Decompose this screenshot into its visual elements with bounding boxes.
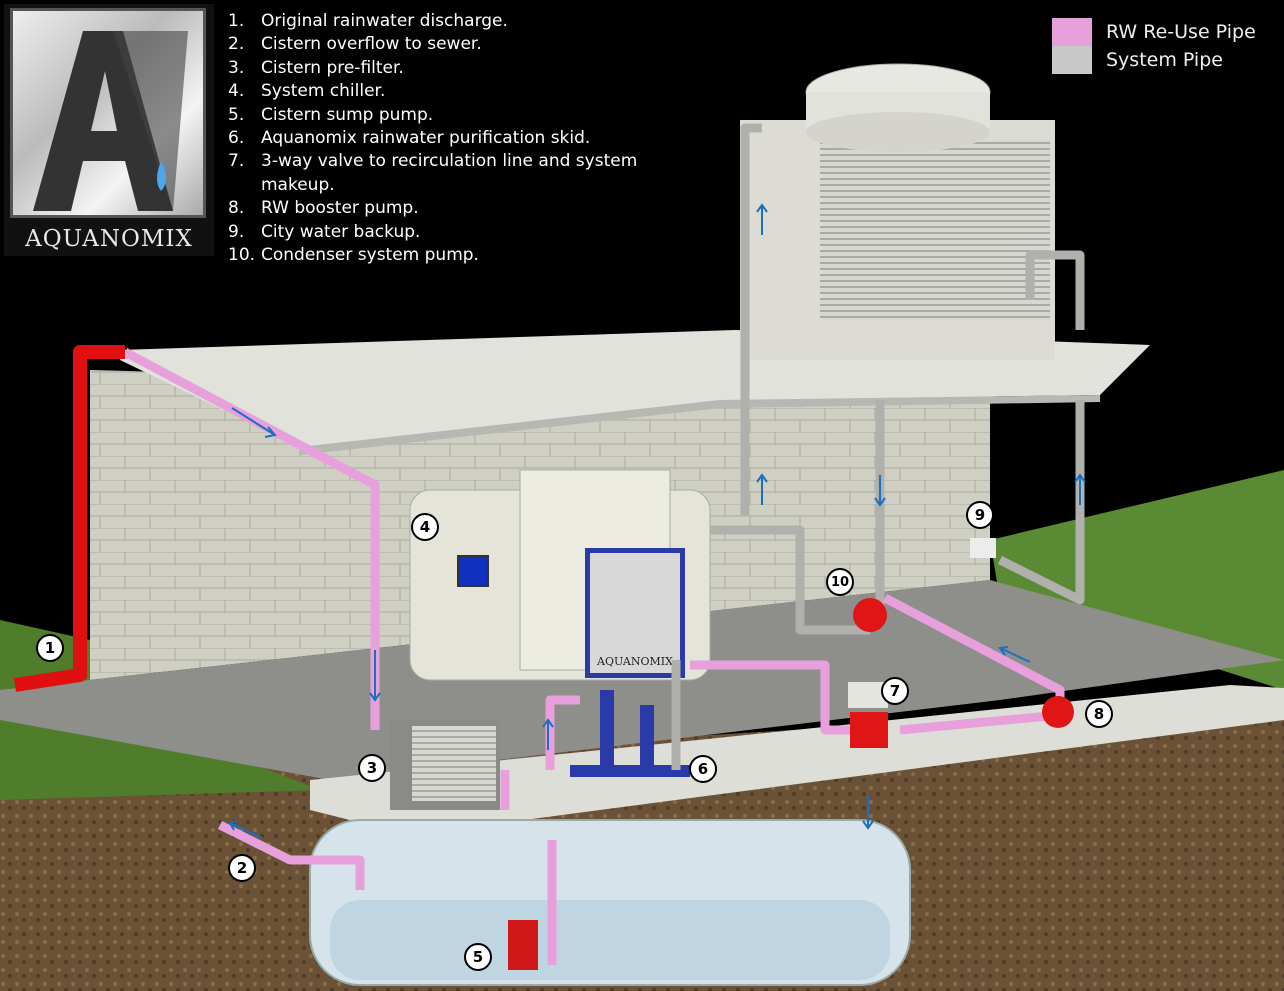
- aquanomix-logo: AQUANOMIX: [4, 4, 214, 256]
- booster-pump: [1042, 696, 1074, 728]
- legend-item: 4.System chiller.: [228, 81, 386, 102]
- legend-item: 7.3-way valve to recirculation line and …: [228, 151, 638, 195]
- system-pipe-swatch: [1052, 46, 1092, 74]
- callout-3: 3: [358, 754, 386, 782]
- callout-7: 7: [881, 677, 909, 705]
- callout-10: 10: [826, 568, 854, 596]
- callout-1: 1: [36, 634, 64, 662]
- rw-pipe-label: RW Re-Use Pipe: [1106, 21, 1256, 43]
- rw-pipe-swatch: [1052, 18, 1092, 46]
- rainwater-downspout: [13, 345, 125, 692]
- callout-6: 6: [689, 755, 717, 783]
- legend-item: 3.Cistern pre-filter.: [228, 57, 404, 78]
- system-pipe-label: System Pipe: [1106, 49, 1223, 71]
- rw-reuse-pipes: [122, 348, 1065, 965]
- pipe-legend: RW Re-Use Pipe System Pipe: [1052, 18, 1256, 74]
- pipe-legend-system: System Pipe: [1052, 46, 1256, 74]
- legend-item: 10.Condenser system pump.: [228, 245, 479, 266]
- logo-text: AQUANOMIX: [25, 226, 193, 252]
- city-water-valve: [970, 538, 996, 558]
- logo-emblem: [10, 8, 206, 218]
- pipe-legend-rw: RW Re-Use Pipe: [1052, 18, 1256, 46]
- legend-item: 9.City water backup.: [228, 221, 421, 242]
- logo-a-glyph-icon: [33, 31, 188, 211]
- legend-item: 6.Aquanomix rainwater purification skid.: [228, 128, 591, 149]
- three-way-valve: [850, 712, 888, 748]
- component-legend-list: 1.Original rainwater discharge. 2.Cister…: [228, 10, 681, 267]
- condenser-pump: [853, 598, 887, 632]
- legend-item: 1.Original rainwater discharge.: [228, 11, 508, 31]
- legend-item: 5.Cistern sump pump.: [228, 104, 434, 125]
- callout-2: 2: [228, 854, 256, 882]
- front-slab: [310, 685, 1284, 835]
- system-pipes: [671, 123, 1085, 770]
- callout-5: 5: [464, 943, 492, 971]
- sump-pump: [508, 920, 538, 970]
- skid-logo-text: AQUANOMIX: [596, 655, 673, 668]
- callout-8: 8: [1085, 700, 1113, 728]
- legend-item: 8.RW booster pump.: [228, 198, 419, 219]
- callout-9: 9: [966, 501, 994, 529]
- grass-right: [990, 470, 1284, 690]
- legend-item: 2.Cistern overflow to sewer.: [228, 34, 482, 55]
- flow-arrows: [228, 203, 1086, 839]
- callout-4: 4: [411, 513, 439, 541]
